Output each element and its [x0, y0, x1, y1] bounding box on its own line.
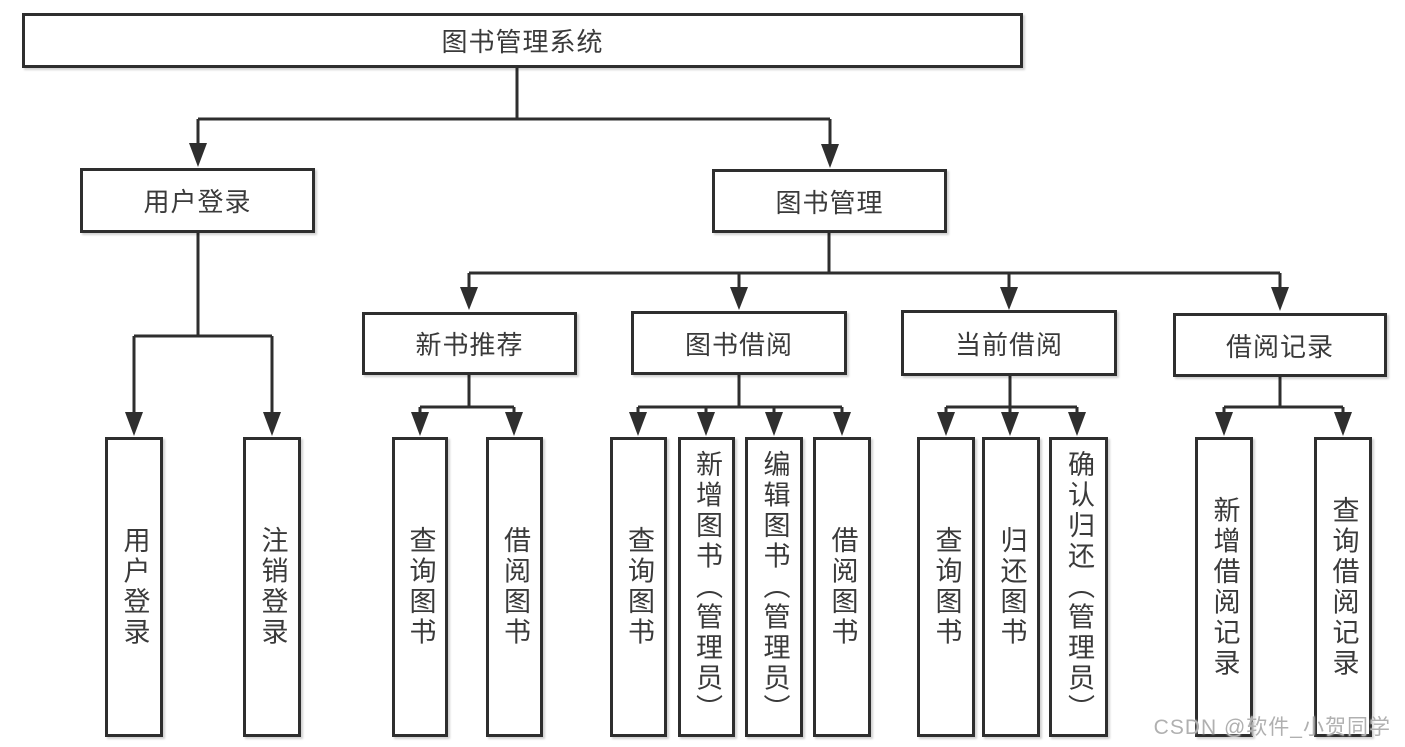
node-leaf-query-books-3: 查询图书	[917, 437, 975, 737]
node-book-management-branch: 图书管理	[712, 169, 947, 233]
node-current-borrowing: 当前借阅	[901, 310, 1117, 376]
leaf-label: 新增借阅记录	[1209, 495, 1240, 679]
leaf-label: 归还图书	[996, 526, 1027, 648]
node-book-management-system: 图书管理系统	[22, 13, 1023, 68]
node-user-login-branch: 用户登录	[80, 168, 315, 233]
leaf-label: 查询图书	[931, 526, 962, 648]
leaf-label: 查询图书	[405, 526, 436, 648]
node-leaf-add-books-admin: 新增图书（管理员）	[678, 437, 735, 737]
node-new-book-recommendation: 新书推荐	[362, 312, 577, 375]
csdn-watermark: CSDN @软件_小贺同学	[1153, 716, 1391, 739]
node-leaf-return-books: 归还图书	[982, 437, 1040, 737]
leaf-label: 查询图书	[624, 526, 654, 648]
node-leaf-borrow-books-2: 借阅图书	[813, 437, 871, 737]
node-borrowing-records: 借阅记录	[1173, 313, 1387, 377]
leaf-label: 注销登录	[257, 526, 288, 648]
leaf-label: 编辑图书（管理员）	[759, 449, 790, 725]
node-leaf-logout: 注销登录	[243, 437, 301, 737]
node-leaf-query-books-2: 查询图书	[610, 437, 667, 737]
node-book-borrowing: 图书借阅	[631, 311, 847, 375]
leaf-label: 借阅图书	[500, 526, 530, 648]
node-leaf-confirm-return-admin: 确认归还（管理员）	[1049, 437, 1108, 737]
leaf-label: 确认归还（管理员）	[1064, 449, 1094, 725]
leaf-label: 用户登录	[119, 526, 150, 648]
node-leaf-borrow-books-1: 借阅图书	[486, 437, 543, 737]
node-leaf-edit-books-admin: 编辑图书（管理员）	[745, 437, 803, 737]
node-leaf-user-login: 用户登录	[105, 437, 163, 737]
node-leaf-query-books-1: 查询图书	[392, 437, 448, 737]
node-leaf-add-borrow-record: 新增借阅记录	[1195, 437, 1253, 737]
node-leaf-query-borrow-record: 查询借阅记录	[1314, 437, 1372, 737]
leaf-label: 借阅图书	[827, 526, 858, 648]
leaf-label: 查询借阅记录	[1328, 495, 1359, 679]
leaf-label: 新增图书（管理员）	[692, 449, 722, 725]
